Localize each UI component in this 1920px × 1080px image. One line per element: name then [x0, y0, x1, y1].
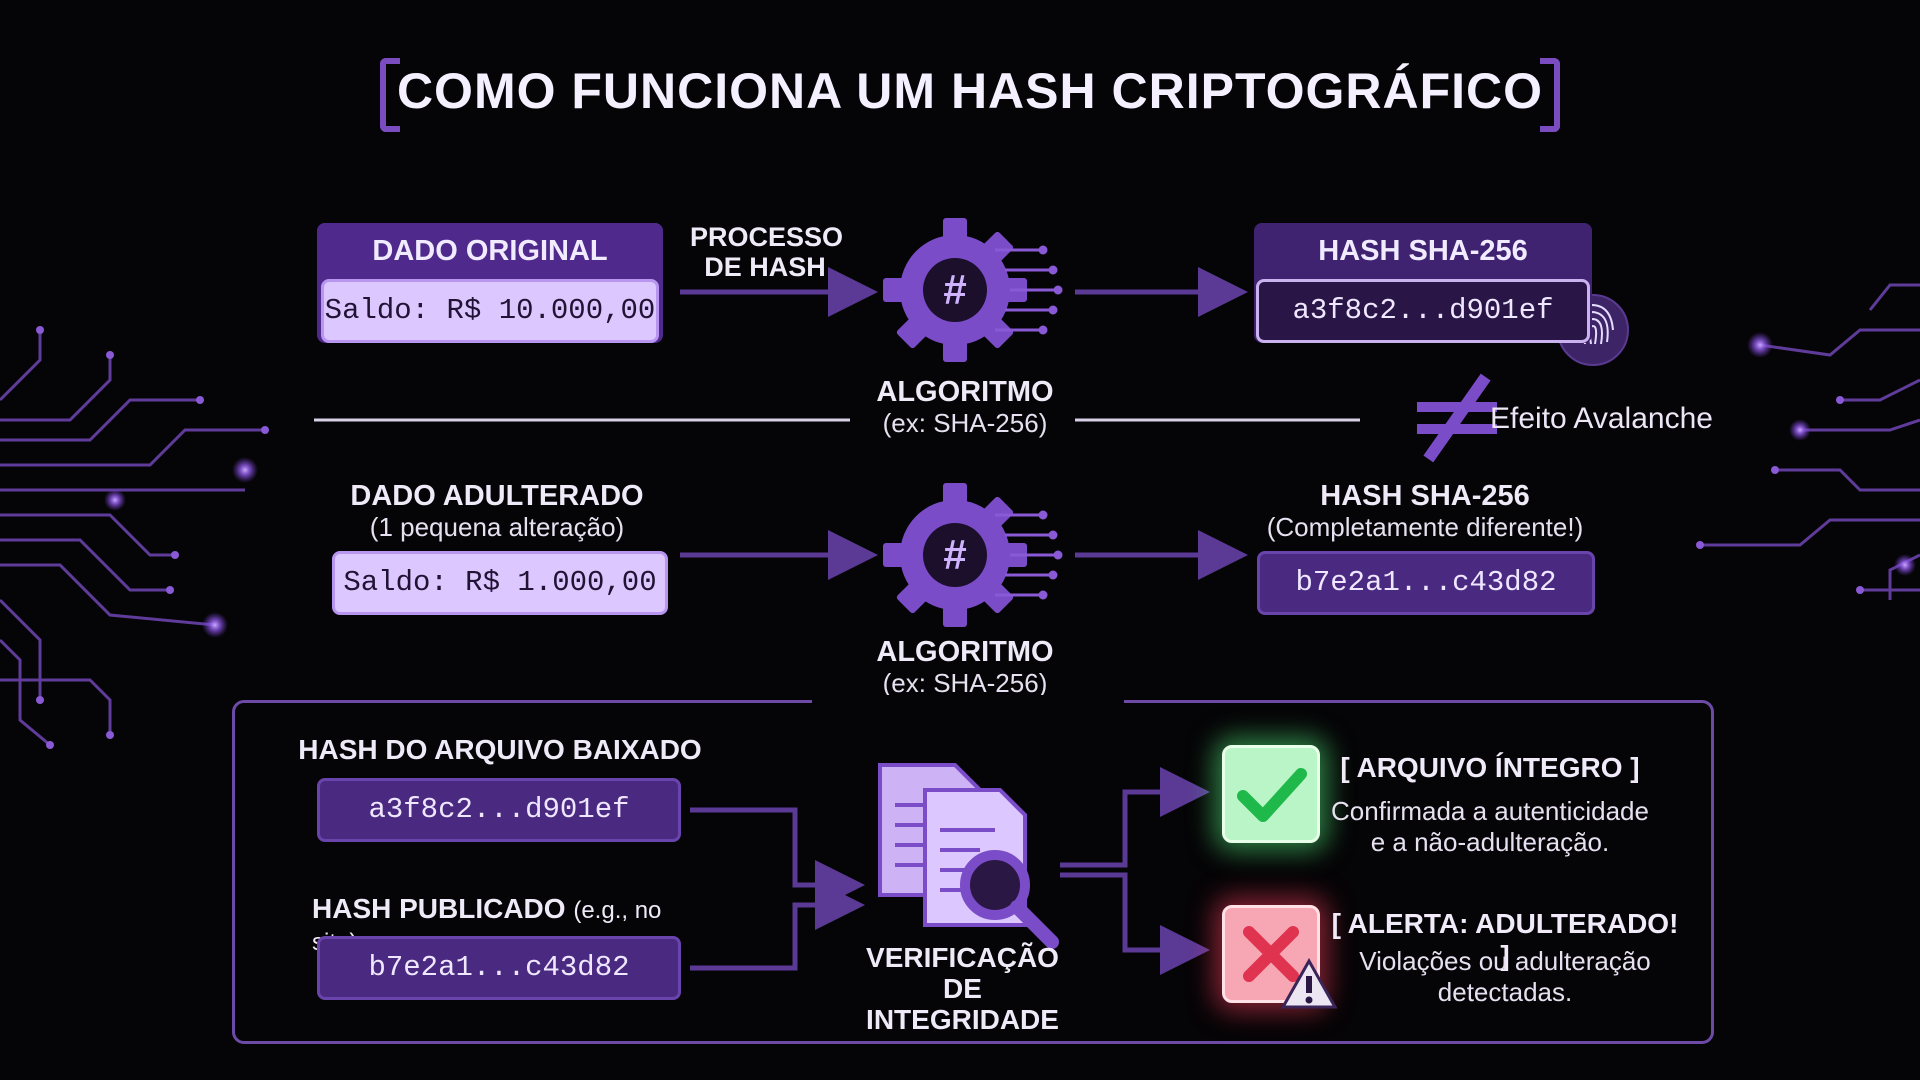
original-data-card: DADO ORIGINAL Saldo: R$ 10.000,00: [317, 223, 663, 343]
algorithm-sub-1: (ex: SHA-256): [882, 408, 1048, 438]
tampered-data-header: DADO ADULTERADO: [350, 480, 644, 512]
published-hash-label: HASH PUBLICADO: [312, 893, 566, 924]
downloaded-hash-label: HASH DO ARQUIVO BAIXADO: [298, 734, 702, 765]
title-block: COMO FUNCIONA UM HASH CRIPTOGRÁFICO: [380, 52, 1560, 132]
not-equal-icon: [1417, 373, 1497, 463]
published-hash-value: b7e2a1...c43d82: [317, 936, 681, 1000]
algorithm-label-1: ALGORITMO: [876, 376, 1054, 408]
published-hash-label-row: HASH PUBLICADO (e.g., no site): [312, 893, 712, 957]
hash-output-header-2: HASH SHA-256: [1320, 480, 1530, 512]
hash-output-card-1: HASH SHA-256 a3f8c2...d901ef: [1254, 223, 1592, 343]
left-circuit-traces: [0, 330, 265, 747]
tampered-data-sub: (1 pequena alteração): [369, 512, 625, 542]
check-icon: [1222, 745, 1320, 843]
hash-output-value-1: a3f8c2...d901ef: [1256, 279, 1590, 343]
right-circuit-traces: [1700, 283, 1920, 600]
original-data-value: Saldo: R$ 10.000,00: [321, 279, 659, 343]
alert-description: Violações ou adulteração detectadas.: [1359, 946, 1651, 1007]
original-data-header: DADO ORIGINAL: [317, 223, 663, 275]
ok-description: Confirmada a autenticidade e a não-adult…: [1331, 796, 1649, 857]
alert-title: [ ALERTA: ADULTERADO! ]: [1331, 908, 1679, 971]
page-title: COMO FUNCIONA UM HASH CRIPTOGRÁFICO: [396, 63, 1544, 119]
panel-title-gap: [812, 695, 1124, 707]
avalanche-label: Efeito Avalanche: [1490, 402, 1713, 435]
right-circuit-nodes: [1696, 332, 1916, 594]
svg-text:#: #: [943, 266, 966, 313]
process-label: PROCESSO DE HASH: [690, 222, 844, 282]
tampered-data-value: Saldo: R$ 1.000,00: [332, 551, 668, 615]
connector-published: [690, 880, 865, 971]
hash-output-sub-2: (Completamente diferente!): [1266, 512, 1584, 542]
title-bracket-left: [380, 58, 400, 132]
algorithm-label-2: ALGORITMO: [876, 636, 1054, 668]
warning-triangle-icon: [1280, 957, 1338, 1010]
ok-title: [ ARQUIVO ÍNTEGRO ]: [1340, 752, 1640, 783]
document-magnifier-icon: [878, 763, 1059, 949]
svg-text:#: #: [943, 531, 966, 578]
gear-hash-icon: #: [883, 483, 1063, 627]
verification-label: VERIFICAÇÃO DE INTEGRIDADE: [866, 942, 1059, 1035]
left-circuit-nodes: [36, 326, 269, 749]
algorithm-sub-2: (ex: SHA-256): [882, 668, 1048, 698]
connector-to-alert: [1060, 872, 1210, 975]
downloaded-hash-value: a3f8c2...d901ef: [317, 778, 681, 842]
connector-to-ok: [1060, 767, 1210, 868]
hash-output-header-1: HASH SHA-256: [1254, 223, 1592, 275]
hash-output-value-2: b7e2a1...c43d82: [1257, 551, 1595, 615]
gear-hash-icon: #: [883, 218, 1063, 362]
title-bracket-right: [1540, 58, 1560, 132]
